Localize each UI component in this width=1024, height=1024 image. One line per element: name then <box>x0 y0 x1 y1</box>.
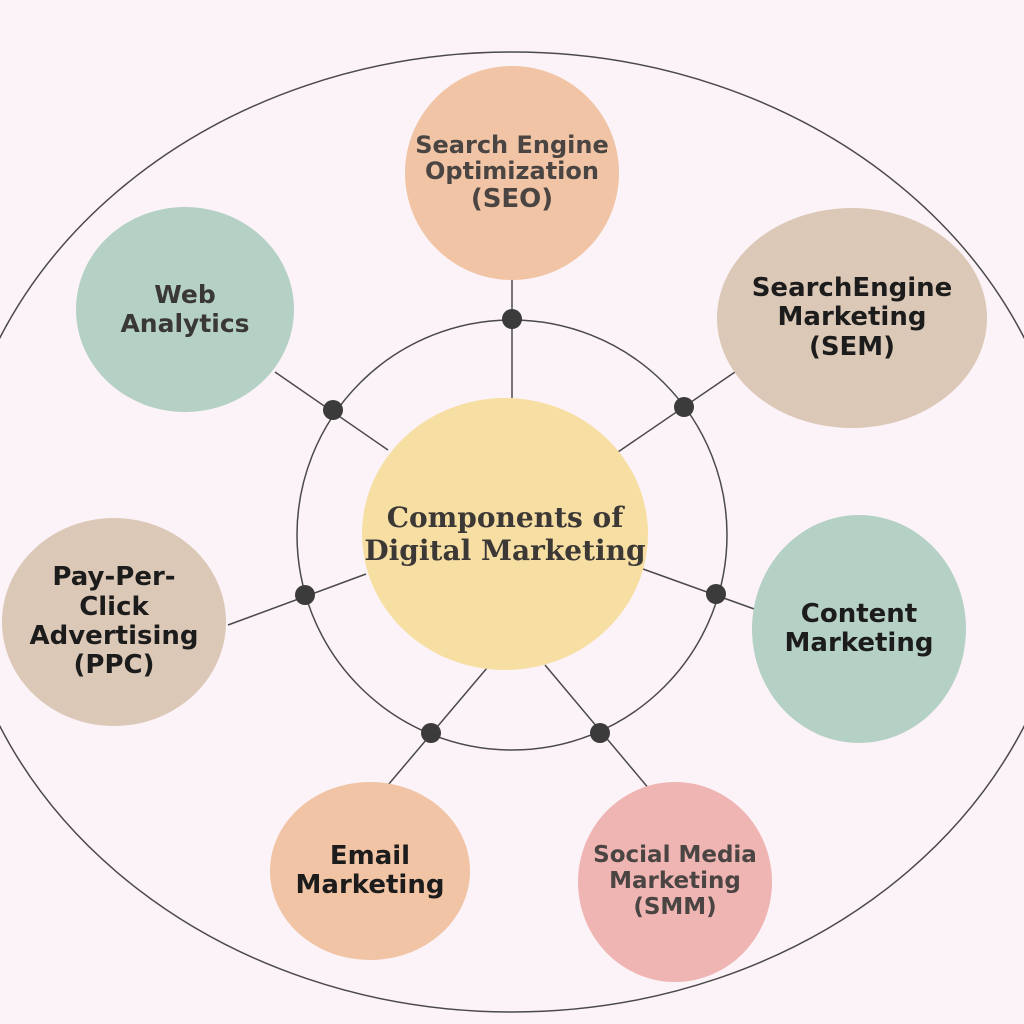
connector-dot-ppc <box>295 585 315 605</box>
connector-dot-seo <box>502 309 522 329</box>
node-sem-label: SearchEngine Marketing (SEM) <box>751 272 953 362</box>
connector-dot-web <box>323 400 343 420</box>
connector-dot-smm <box>590 723 610 743</box>
node-email-label: Email Marketing <box>295 840 445 900</box>
node-email[interactable]: Email Marketing <box>270 782 470 960</box>
center-title-line1: Components of <box>386 500 624 534</box>
connector-dot-content <box>706 584 726 604</box>
node-seo-line2: Optimization <box>425 157 599 186</box>
connector-content <box>642 568 758 611</box>
node-seo-line3: (SEO) <box>470 184 554 215</box>
outer-ring <box>0 51 1024 1013</box>
node-seo-line1: Search Engine <box>415 130 609 159</box>
node-smm-label: Social Media Marketing (SMM) <box>593 842 757 920</box>
node-smm[interactable]: Social Media Marketing (SMM) <box>578 782 772 982</box>
center-title-line2: Digital Marketing <box>364 534 646 567</box>
connector-dot-email <box>421 723 441 743</box>
node-web-label: Web Analytics <box>120 280 250 338</box>
node-content[interactable]: Content Marketing <box>752 515 966 743</box>
connector-dot-sem <box>674 397 694 417</box>
node-ppc-label: Pay-Per- Click Advertising (PPC) <box>29 562 199 681</box>
node-ppc[interactable]: Pay-Per- Click Advertising (PPC) <box>2 518 226 726</box>
node-content-label: Content Marketing <box>784 598 934 658</box>
node-sem[interactable]: SearchEngine Marketing (SEM) <box>717 208 987 428</box>
node-web[interactable]: Web Analytics <box>76 207 294 412</box>
